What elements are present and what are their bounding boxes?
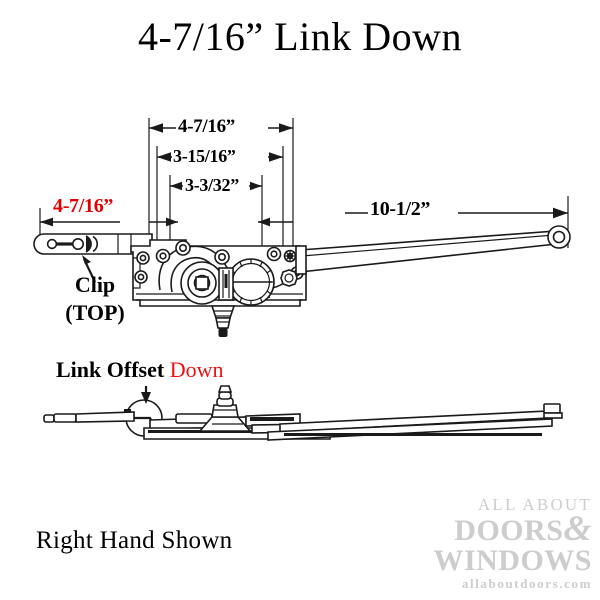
clip-callout-line1: Clip (74, 272, 116, 297)
dimension-label-clip-span: 4-7/16” (53, 195, 114, 217)
watermark-line-2: DOORS& (392, 510, 592, 547)
watermark-doors-text: DOORS (454, 514, 564, 547)
rack-block (218, 267, 234, 301)
clip-dimension-line (39, 208, 120, 236)
side-spindle (198, 385, 252, 432)
offset-pointer-arrow (141, 386, 151, 404)
spline-boss (280, 269, 298, 287)
spindle (210, 305, 236, 337)
dimension-label-arm-length: 10-1/2” (370, 198, 431, 220)
link-offset-prefix: Link Offset (56, 357, 165, 382)
watermark-line-4: allaboutdoors.com (461, 576, 592, 591)
arm-dimension-line (345, 196, 569, 248)
dimension-line-outer (149, 117, 293, 139)
watermark: ALL ABOUT DOORS& WINDOWS allaboutdoors.c… (392, 496, 592, 592)
hand-note: Right Hand Shown (36, 527, 233, 554)
page-title: 4-7/16” Link Down (137, 14, 462, 59)
dimension-label-middle: 3-15/16” (173, 146, 236, 166)
watermark-ampersand: & (563, 508, 592, 548)
dimension-label-inner: 3-3/32” (185, 175, 239, 195)
clip-pointer-arrow (82, 255, 96, 283)
link-offset-direction: Down (169, 357, 224, 382)
side-clip-rod (43, 409, 135, 423)
link-offset-callout: Link Offset Down (56, 358, 223, 382)
extension-lines (148, 118, 294, 252)
link-arm (295, 225, 571, 275)
dimension-line-middle (157, 146, 283, 168)
dimension-label-outer: 4-7/16” (178, 116, 236, 137)
clip-callout-line2: (TOP) (65, 300, 125, 325)
dimension-line-inner (170, 175, 262, 197)
watermark-line-1: ALL ABOUT (477, 495, 592, 514)
side-link-arm (267, 403, 563, 441)
operator-housing (130, 239, 307, 337)
watermark-line-3: WINDOWS (433, 544, 592, 577)
inner-dimension-arrows (149, 217, 293, 227)
